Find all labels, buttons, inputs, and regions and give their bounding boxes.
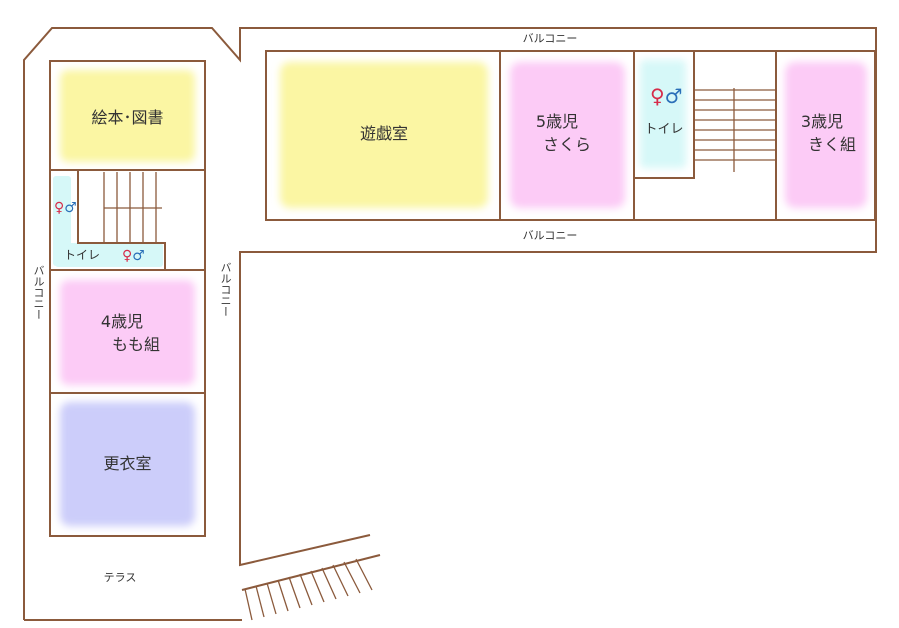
toilet-fill-upper <box>640 60 686 168</box>
terrace-label: テラス <box>103 571 137 584</box>
room-kiku-age: 3歳児 <box>800 112 844 131</box>
outer-wall-left <box>23 27 877 620</box>
balcony-left-label: バルコニー <box>32 265 45 320</box>
room-fill-sakura <box>510 62 625 208</box>
toilet-fill-left-horizontal <box>55 243 163 267</box>
room-ehon-label: 絵本･図書 <box>91 108 164 127</box>
room-momo-age: 4歳児 <box>100 312 144 331</box>
restroom-icon: ♀♂ <box>122 248 145 264</box>
toilet-left-label: トイレ <box>63 248 100 262</box>
room-fill-yugi <box>280 62 488 208</box>
room-yugi-label: 遊戯室 <box>359 124 408 143</box>
room-sakura-name: さくら <box>542 135 591 154</box>
room-fill-kiku <box>785 62 867 208</box>
room-fill-koui <box>60 402 195 526</box>
restroom-icon: ♀♂ <box>54 200 77 216</box>
room-kiku-name: きく組 <box>807 135 856 154</box>
room-koui-label: 更衣室 <box>103 454 152 473</box>
room-momo-name: もも組 <box>111 335 160 354</box>
room-fill-momo <box>60 280 195 385</box>
room-sakura-age: 5歳児 <box>535 112 579 131</box>
restroom-icon: ♀♂ <box>650 84 683 108</box>
balcony-center-label: バルコニー <box>219 262 232 317</box>
balcony-top-label: バルコニー <box>522 32 578 45</box>
toilet-upper-label: トイレ <box>644 122 684 137</box>
left-rooms-frame <box>49 60 206 537</box>
right-rooms-frame <box>265 50 876 221</box>
room-fill-ehon <box>60 70 195 162</box>
balcony-middle-label: バルコニー <box>522 229 578 242</box>
